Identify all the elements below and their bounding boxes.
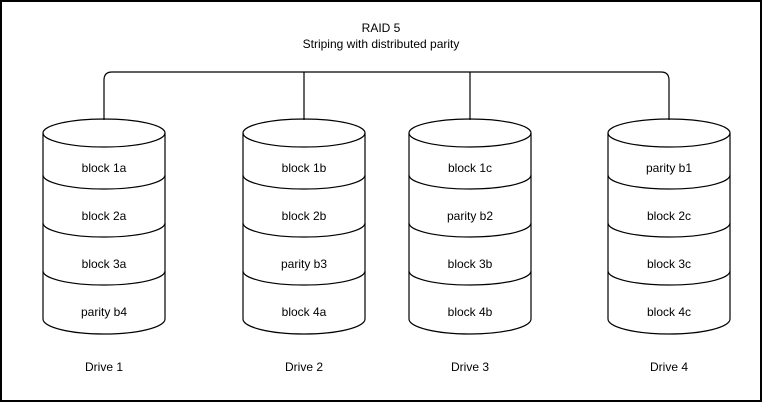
diagram-title-block: RAID 5 Striping with distributed parity bbox=[2, 20, 760, 52]
drive-2-block-3-label: parity b3 bbox=[281, 257, 327, 271]
drive-2-caption: Drive 2 bbox=[284, 360, 323, 374]
drive-2-block-1-label: block 1b bbox=[282, 161, 327, 175]
drive-3-group: block 1c parity b2 block 3b block 4b Dri… bbox=[408, 117, 532, 377]
drive-4-cylinder-icon: parity b1 block 2c block 3c block 4c bbox=[607, 118, 731, 335]
drive-1-block-3-label: block 3a bbox=[82, 257, 127, 271]
drive-1-block-1-label: block 1a bbox=[82, 161, 127, 175]
drive-1-block-2-label: block 2a bbox=[82, 209, 127, 223]
drive-4-block-4-label: block 4c bbox=[647, 305, 691, 319]
drive-1-group: block 1a block 2a block 3a parity b4 Dri… bbox=[42, 117, 166, 377]
drive-3-block-2-label: parity b2 bbox=[447, 209, 493, 223]
drive-1-caption: Drive 1 bbox=[84, 360, 123, 374]
drive-4-block-1-label: parity b1 bbox=[646, 161, 692, 175]
drive-1-cylinder-icon: block 1a block 2a block 3a parity b4 bbox=[42, 118, 166, 335]
drive-4-block-3-label: block 3c bbox=[647, 257, 691, 271]
diagram-subtitle: Striping with distributed parity bbox=[302, 37, 460, 51]
drive-3-cylinder-icon: block 1c parity b2 block 3b block 4b bbox=[408, 118, 532, 335]
drive-2-block-2-label: block 2b bbox=[282, 209, 327, 223]
drive-4-caption: Drive 4 bbox=[649, 360, 688, 374]
drive-3-block-1-label: block 1c bbox=[448, 161, 492, 175]
drive-4-block-2-label: block 2c bbox=[647, 209, 691, 223]
diagram-title: RAID 5 bbox=[361, 21, 401, 35]
drive-1-block-4-label: parity b4 bbox=[81, 305, 127, 319]
drive-3-block-3-label: block 3b bbox=[448, 257, 493, 271]
drive-2-block-4-label: block 4a bbox=[282, 305, 327, 319]
drive-2-cylinder-icon: block 1b block 2b parity b3 block 4a bbox=[242, 118, 366, 335]
drive-3-caption: Drive 3 bbox=[450, 360, 489, 374]
drive-3-block-4-label: block 4b bbox=[448, 305, 493, 319]
drive-2-group: block 1b block 2b parity b3 block 4a Dri… bbox=[242, 117, 366, 377]
drive-4-group: parity b1 block 2c block 3c block 4c Dri… bbox=[607, 117, 731, 377]
